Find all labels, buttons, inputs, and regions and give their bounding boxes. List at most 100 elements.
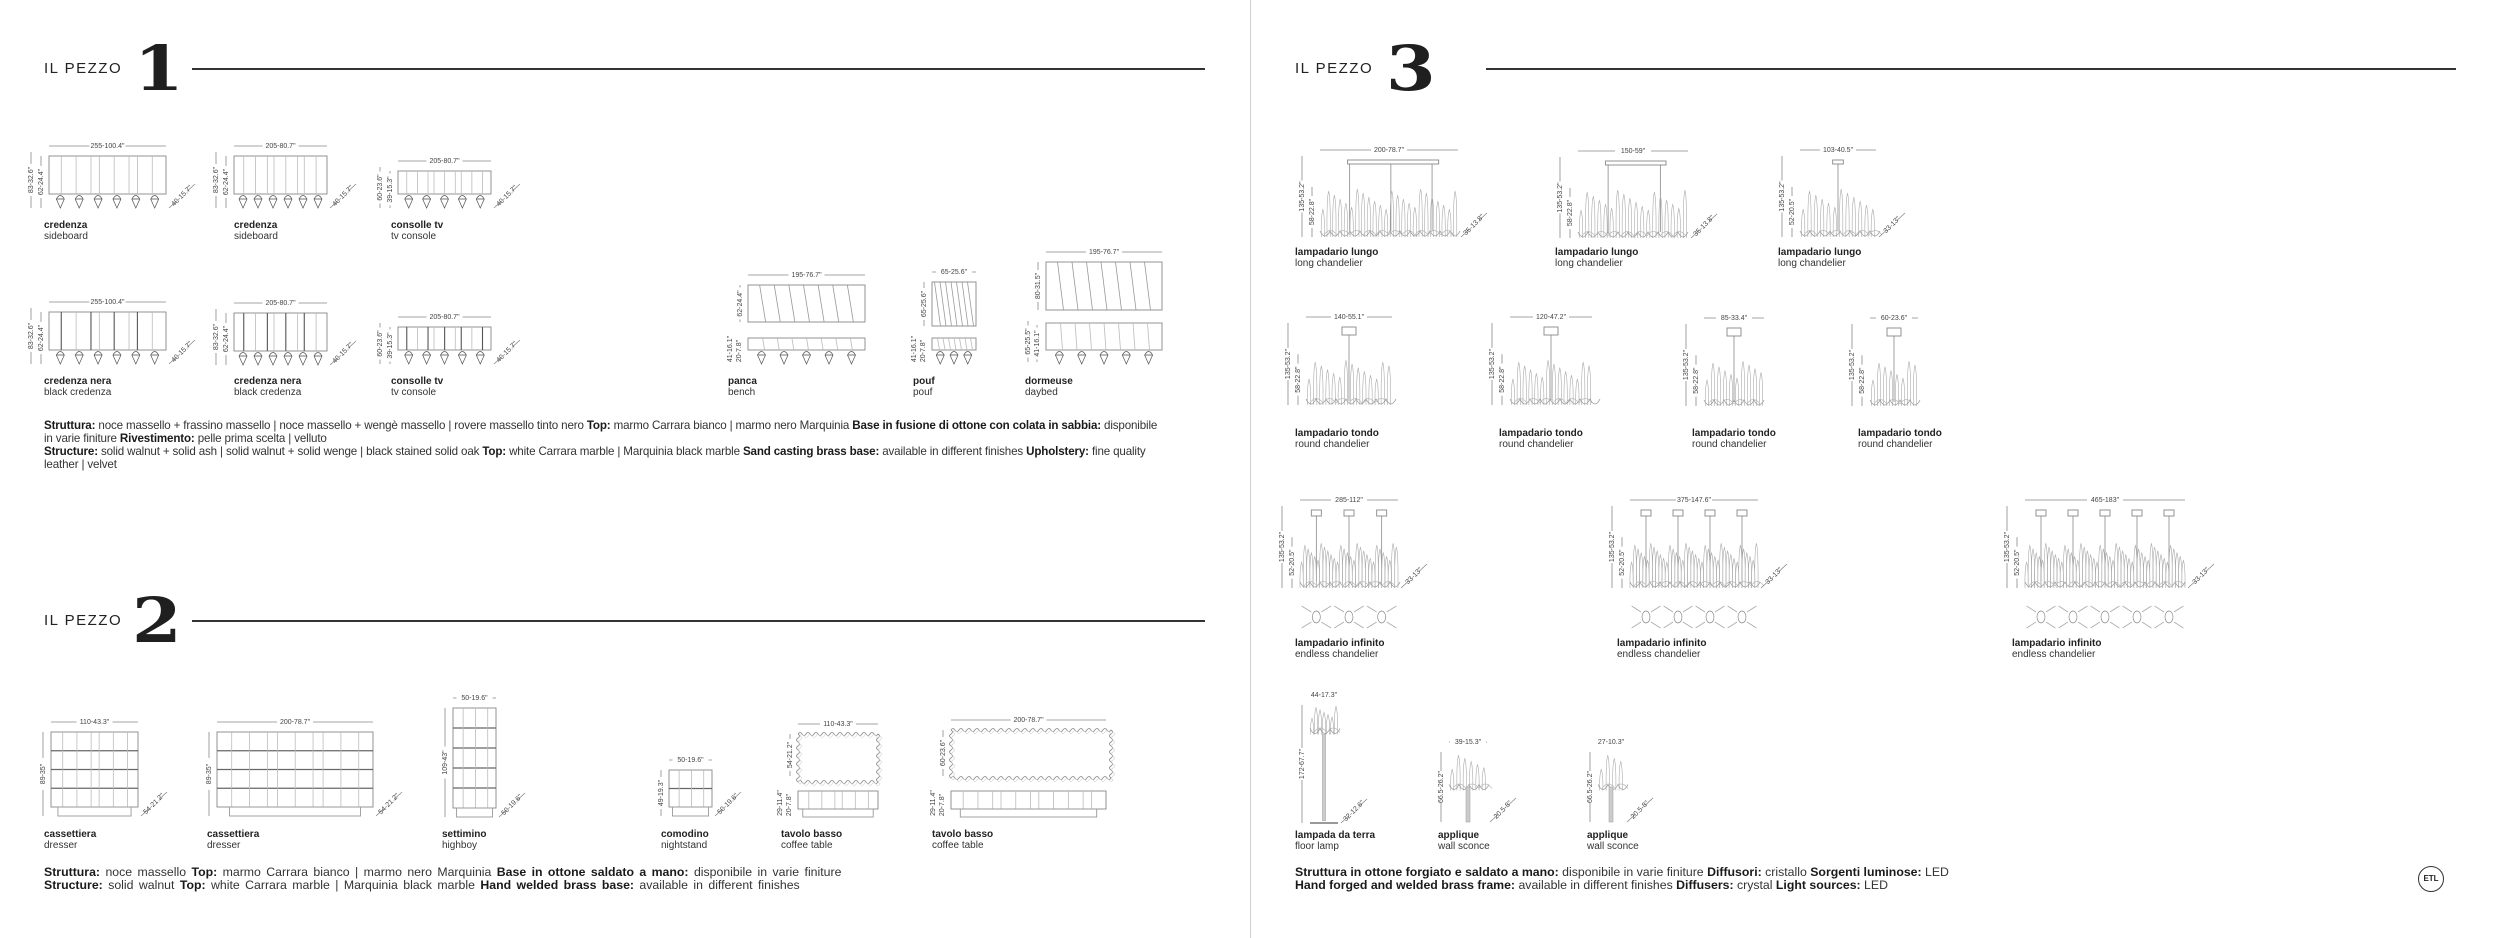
spec-heading: Hand forged and welded brass frame: <box>1295 878 1519 892</box>
section-rule-3 <box>1486 68 2456 70</box>
spec-text-piece-2: Struttura: noce massello Top: marmo Carr… <box>44 866 1184 892</box>
spec-value: noce massello + frassino massello | noce… <box>98 419 587 432</box>
depth-dimension: 40-15.7" <box>495 340 519 364</box>
product-name: lampadario infinito <box>1617 638 1707 649</box>
spec-line-italian: Struttura: noce massello + frassino mass… <box>44 419 1164 445</box>
product-name-english: dresser <box>44 840 78 851</box>
spec-heading: Structure: <box>44 878 109 892</box>
page-divider <box>1250 0 1251 938</box>
height-dimension: 58-22.8" <box>1859 367 1866 394</box>
depth-dimension: 33-13" <box>1405 566 1425 586</box>
product-name-english: long chandelier <box>1295 258 1363 269</box>
product-name-english: round chandelier <box>1858 439 1933 450</box>
depth-dimension: 35-13.8" <box>1692 214 1716 238</box>
width-dimension: 375-147.6" <box>1677 497 1712 504</box>
width-dimension: 50-19.6" <box>677 757 704 764</box>
height-dimension: 62-24.4" <box>38 168 45 195</box>
height-dimension: 58-22.8" <box>1499 366 1506 393</box>
height-dimension: 58-22.8" <box>1693 367 1700 394</box>
width-dimension: 110-43.3" <box>823 721 853 728</box>
product-name: lampadario lungo <box>1555 247 1639 258</box>
width-dimension: 200-78.7" <box>1374 147 1405 154</box>
drawing-coffee-table: 110-43.3"54-21.2"29-11.4"20-7.8" <box>776 720 882 821</box>
drawing-long-chandelier: 200-78.7"135-53.2"58-22.8"35-13.8" <box>1298 146 1488 238</box>
drawing-daybed: 195-76.7"80-31.5"65-25.5"41-16.1" <box>1024 248 1163 365</box>
product-name-english: dresser <box>207 840 241 851</box>
height-dimension: 80-31.5" <box>1035 272 1042 299</box>
product-name-english: sideboard <box>44 231 88 242</box>
drawing-long-chandelier: 150-59"135-53.2"58-22.8"35-13.8" <box>1556 147 1718 239</box>
spec-value: marmo Carrara bianco | marmo nero Marqui… <box>222 865 497 879</box>
section-rule-2 <box>192 620 1205 622</box>
product-name-english: floor lamp <box>1295 841 1339 852</box>
depth-dimension: 20.5-8" <box>1493 800 1514 821</box>
depth-dimension: 35-13.8" <box>1462 213 1486 237</box>
section-label-3: IL PEZZO <box>1295 60 1374 77</box>
spec-value: disponibile in varie finiture <box>693 865 842 879</box>
spec-heading: Structure: <box>44 445 101 458</box>
spec-heading: Struttura: <box>44 419 99 432</box>
spec-heading: Struttura in ottone forgiato e saldato a… <box>1295 865 1563 879</box>
spec-heading: Hand welded brass base: <box>480 878 640 892</box>
depth-dimension: 54-21.2" <box>142 792 166 816</box>
spec-heading: Base in fusione di ottone con colata in … <box>852 419 1105 432</box>
spec-heading: Light sources: <box>1775 878 1865 892</box>
width-dimension: 195-76.7" <box>1089 249 1120 256</box>
product-name-english: coffee table <box>932 840 984 851</box>
product-name: lampadario tondo <box>1499 428 1583 439</box>
spec-heading: Top: <box>191 865 223 879</box>
width-dimension: 110-43.3" <box>80 719 110 726</box>
section-number-3: 3 <box>1386 32 1436 105</box>
height-dimension: 135-53.2" <box>1683 349 1690 380</box>
drawing-wall-sconce: 39-15.3"66.5-26.2"20.5-8" <box>1437 738 1517 823</box>
height-dimension: 20-7.8" <box>939 793 946 816</box>
height-dimension: 41-16.1" <box>1034 330 1041 357</box>
drawing-endless-chandelier: 465-183"135-53.2"52-20.5"33-13" <box>2003 496 2215 629</box>
product-name: lampadario tondo <box>1692 428 1776 439</box>
depth-dimension: 40-15.7" <box>170 340 194 364</box>
height-dimension: 109-43" <box>442 750 449 775</box>
width-dimension: 255-100.4" <box>90 143 125 150</box>
drawing-pouf: 65-25.6"65-25.6"41-16.1"20-7.8" <box>910 268 977 367</box>
spec-text-piece-1: Struttura: noce massello + frassino mass… <box>44 419 1164 471</box>
width-dimension: 195-76.7" <box>791 272 822 279</box>
product-name-english: round chandelier <box>1295 439 1370 450</box>
width-dimension: 205-80.7" <box>429 314 460 321</box>
product-name: panca <box>728 376 757 387</box>
spec-heading: Sand casting brass base: <box>742 445 883 458</box>
spec-value: marmo Carrara bianco | marmo nero Marqui… <box>613 419 853 432</box>
drawing-tv-console: 205-80.7"60-23.6"39-15.3"40-15.7" <box>376 313 521 365</box>
drawing-black-credenza: 205-80.7"83-32.6"62-24.4"40-15.7" <box>212 299 357 366</box>
height-dimension: 29-11.4" <box>777 790 784 816</box>
product-name: cassettiera <box>207 829 260 840</box>
product-name: pouf <box>913 376 935 387</box>
height-dimension: 135-53.2" <box>1779 181 1786 212</box>
height-dimension: 20-7.8" <box>920 339 927 362</box>
product-name: lampadario lungo <box>1295 247 1379 258</box>
spec-line-italian: Struttura: noce massello Top: marmo Carr… <box>44 866 1184 879</box>
height-dimension: 135-53.2" <box>2004 531 2011 562</box>
height-dimension: 135-53.2" <box>1285 348 1292 379</box>
height-dimension: 39-15.3" <box>387 176 394 203</box>
product-name: cassettiera <box>44 829 97 840</box>
spec-heading: Struttura: <box>44 865 106 879</box>
spec-value: LED <box>1864 878 1888 892</box>
drawing-wall-sconce: 27-10.3"66.5-26.2"20.5-8" <box>1586 738 1654 823</box>
product-name-english: bench <box>728 387 756 398</box>
product-name-english: highboy <box>442 840 478 851</box>
section-label-1: IL PEZZO <box>44 60 123 77</box>
height-dimension: 83-32.6" <box>213 323 220 350</box>
product-name: dormeuse <box>1025 376 1073 387</box>
spec-heading: Diffusori: <box>1707 865 1766 879</box>
